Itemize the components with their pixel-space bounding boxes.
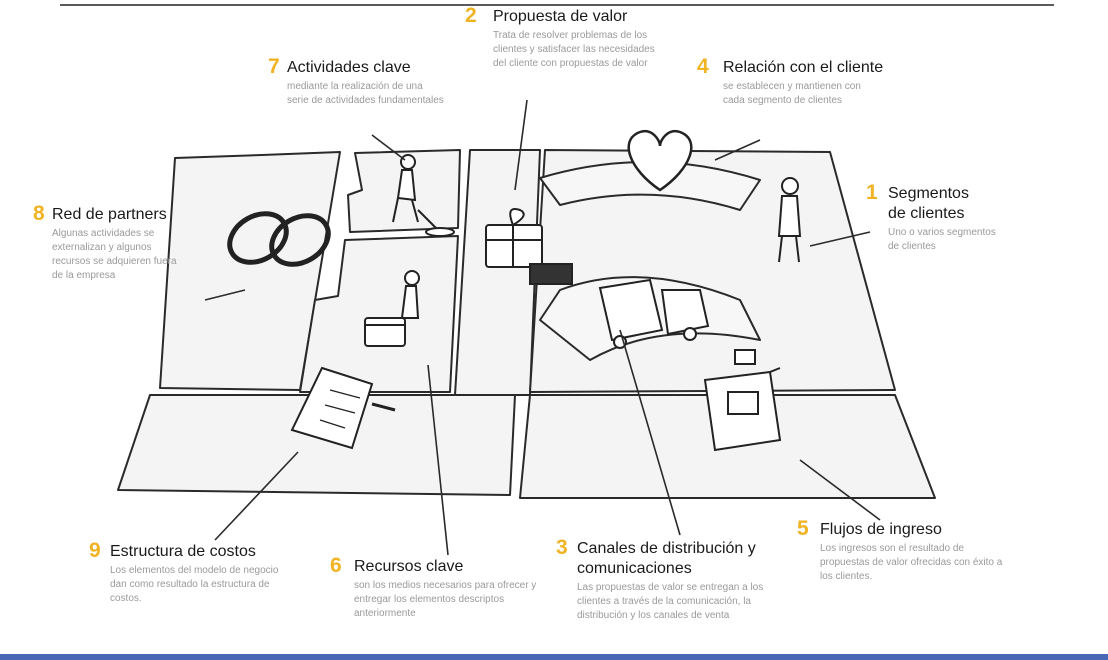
cash-register-icon <box>703 349 782 452</box>
leader-red-partners <box>204 289 246 301</box>
title-red-partners: Red de partners <box>52 206 167 223</box>
leader-flujos <box>799 459 881 521</box>
title-canales-line1: Canales de distribución y <box>577 540 756 557</box>
number-red-partners: 8 <box>33 202 45 225</box>
title-propuesta-valor: Propuesta de valor <box>493 8 628 25</box>
title-segmentos-line1: Segmentos <box>888 185 969 202</box>
block-segmentos-clientes: 1 Segmentos de clientes Uno o varios seg… <box>866 181 1026 254</box>
slab-red-partners <box>159 151 341 391</box>
desc-segmentos-clientes: Uno o varios segmentos de clientes <box>888 227 996 252</box>
number-relacion-cliente: 4 <box>697 55 709 78</box>
title-canales-line2: comunicaciones <box>577 560 692 577</box>
desc-propuesta-valor: Trata de resolver problemas de los clien… <box>493 30 655 69</box>
title-estructura-costos: Estructura de costos <box>110 543 256 560</box>
slab-estructura-costos <box>117 394 516 496</box>
title-recursos-clave: Recursos clave <box>354 558 464 575</box>
bottom-bar <box>0 654 1108 660</box>
worker-with-box-icon <box>364 270 420 347</box>
desc-relacion-cliente: se establecen y mantienen con cada segme… <box>723 81 861 106</box>
leader-segmentos <box>809 231 871 247</box>
desc-flujos-ingreso: Los ingresos son el resultado de propues… <box>820 543 1003 582</box>
number-recursos-clave: 6 <box>330 554 342 577</box>
relacion-arc <box>539 161 761 211</box>
person-standing-icon <box>777 177 802 263</box>
leader-actividades <box>371 134 406 161</box>
number-actividades-clave: 7 <box>268 55 280 78</box>
top-rule <box>60 4 1054 6</box>
heart-icon <box>627 129 693 192</box>
number-canales: 3 <box>556 536 568 559</box>
gift-box-icon <box>485 208 573 285</box>
delivery-truck-icon <box>598 278 710 349</box>
desc-estructura-costos: Los elementos del modelo de negocio dan … <box>110 565 279 604</box>
number-estructura-costos: 9 <box>89 539 101 562</box>
block-relacion-cliente: 4 Relación con el cliente se establecen … <box>697 55 917 108</box>
interlocked-rings-icon <box>227 211 331 267</box>
slab-propuesta-valor <box>454 149 541 396</box>
block-flujos-ingreso: 5 Flujos de ingreso Los ingresos son el … <box>797 517 1027 584</box>
block-canales: 3 Canales de distribución y comunicacion… <box>556 536 796 623</box>
worker-digging-icon <box>392 154 455 237</box>
number-flujos-ingreso: 5 <box>797 517 809 540</box>
title-relacion-cliente: Relación con el cliente <box>723 59 884 76</box>
invoice-paper-icon <box>290 366 396 450</box>
desc-canales: Las propuestas de valor se entregan a lo… <box>577 582 764 621</box>
block-actividades-clave: 7 Actividades clave mediante la realizac… <box>268 55 458 108</box>
block-estructura-costos: 9 Estructura de costos Los elementos del… <box>89 539 319 606</box>
block-recursos-clave: 6 Recursos clave son los medios necesari… <box>330 554 545 621</box>
block-red-partners: 8 Red de partners Algunas actividades se… <box>33 202 203 283</box>
number-propuesta-valor: 2 <box>465 4 477 27</box>
leader-estructura <box>214 451 299 541</box>
desc-actividades-clave: mediante la realización de una serie de … <box>287 81 444 106</box>
leader-canales <box>619 329 681 536</box>
desc-red-partners: Algunas actividades se externalizan y al… <box>52 228 177 281</box>
number-segmentos-clientes: 1 <box>866 181 878 204</box>
desc-recursos-clave: son los medios necesarios para ofrecer y… <box>354 580 537 619</box>
title-segmentos-line2: de clientes <box>888 205 965 222</box>
block-propuesta-valor: 2 Propuesta de valor Trata de resolver p… <box>465 4 655 71</box>
title-actividades-clave: Actividades clave <box>287 59 411 76</box>
title-flujos-ingreso: Flujos de ingreso <box>820 521 942 538</box>
leader-relacion <box>714 139 761 161</box>
leader-recursos <box>427 364 449 556</box>
leader-propuesta <box>514 99 528 191</box>
